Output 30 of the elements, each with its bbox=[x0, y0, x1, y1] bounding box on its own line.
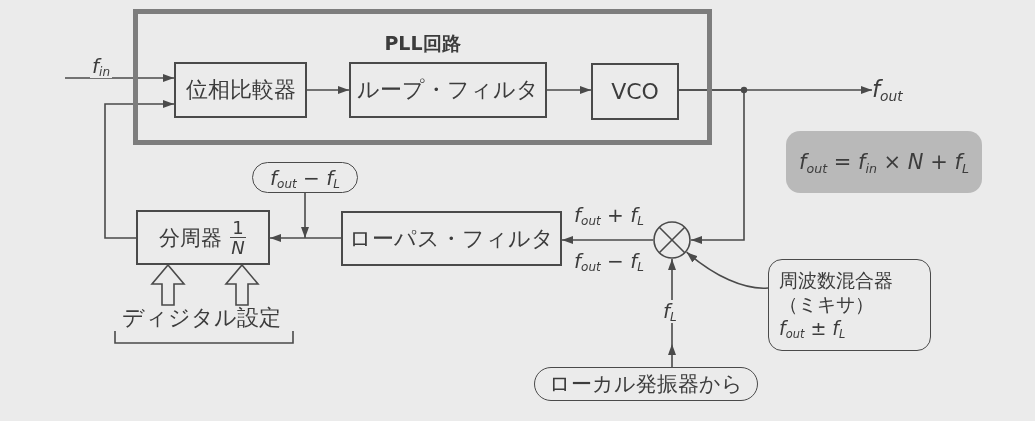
arrow bbox=[678, 89, 745, 244]
leader-line bbox=[685, 251, 769, 289]
arrow bbox=[306, 86, 350, 94]
box-title: PLL回路 bbox=[384, 32, 461, 55]
edge-label: f$_{L}$ bbox=[661, 300, 679, 323]
process-box: ループ・フィルタ bbox=[349, 62, 547, 118]
formula-box: f$_{out}$ = f$_{in}$ × N + f$_{L}$ bbox=[786, 131, 982, 193]
box-label: 分周器 bbox=[159, 224, 223, 252]
arrow bbox=[668, 258, 676, 368]
leader-line bbox=[301, 192, 309, 239]
formula-text: f$_{out}$ ± f$_{L}$ bbox=[779, 316, 847, 340]
process-box: ローパス・フィルタ bbox=[341, 211, 562, 266]
fraction: 1 N bbox=[229, 217, 247, 258]
hollow-arrow bbox=[150, 263, 186, 306]
signal-label: f$_{out}$ − f$_{L}$ bbox=[572, 250, 646, 273]
arrow bbox=[104, 100, 175, 239]
arrow bbox=[269, 234, 342, 242]
signal-label: f$_{out}$ bbox=[872, 76, 903, 103]
circuit-box bbox=[133, 9, 712, 145]
arrow bbox=[546, 86, 592, 94]
arrow bbox=[561, 236, 654, 244]
callout-box bbox=[768, 259, 931, 351]
edge-label: f$_{in}$ bbox=[90, 55, 112, 78]
label-text: ディジタル設定 bbox=[122, 305, 281, 331]
process-box: VCO bbox=[591, 63, 679, 120]
hollow-arrow bbox=[224, 263, 260, 306]
arrow bbox=[64, 74, 175, 82]
edge-label: f$_{out}$ + f$_{L}$ bbox=[572, 204, 646, 227]
mixer-symbol bbox=[653, 221, 691, 259]
process-box: 位相比較器 bbox=[174, 62, 307, 118]
